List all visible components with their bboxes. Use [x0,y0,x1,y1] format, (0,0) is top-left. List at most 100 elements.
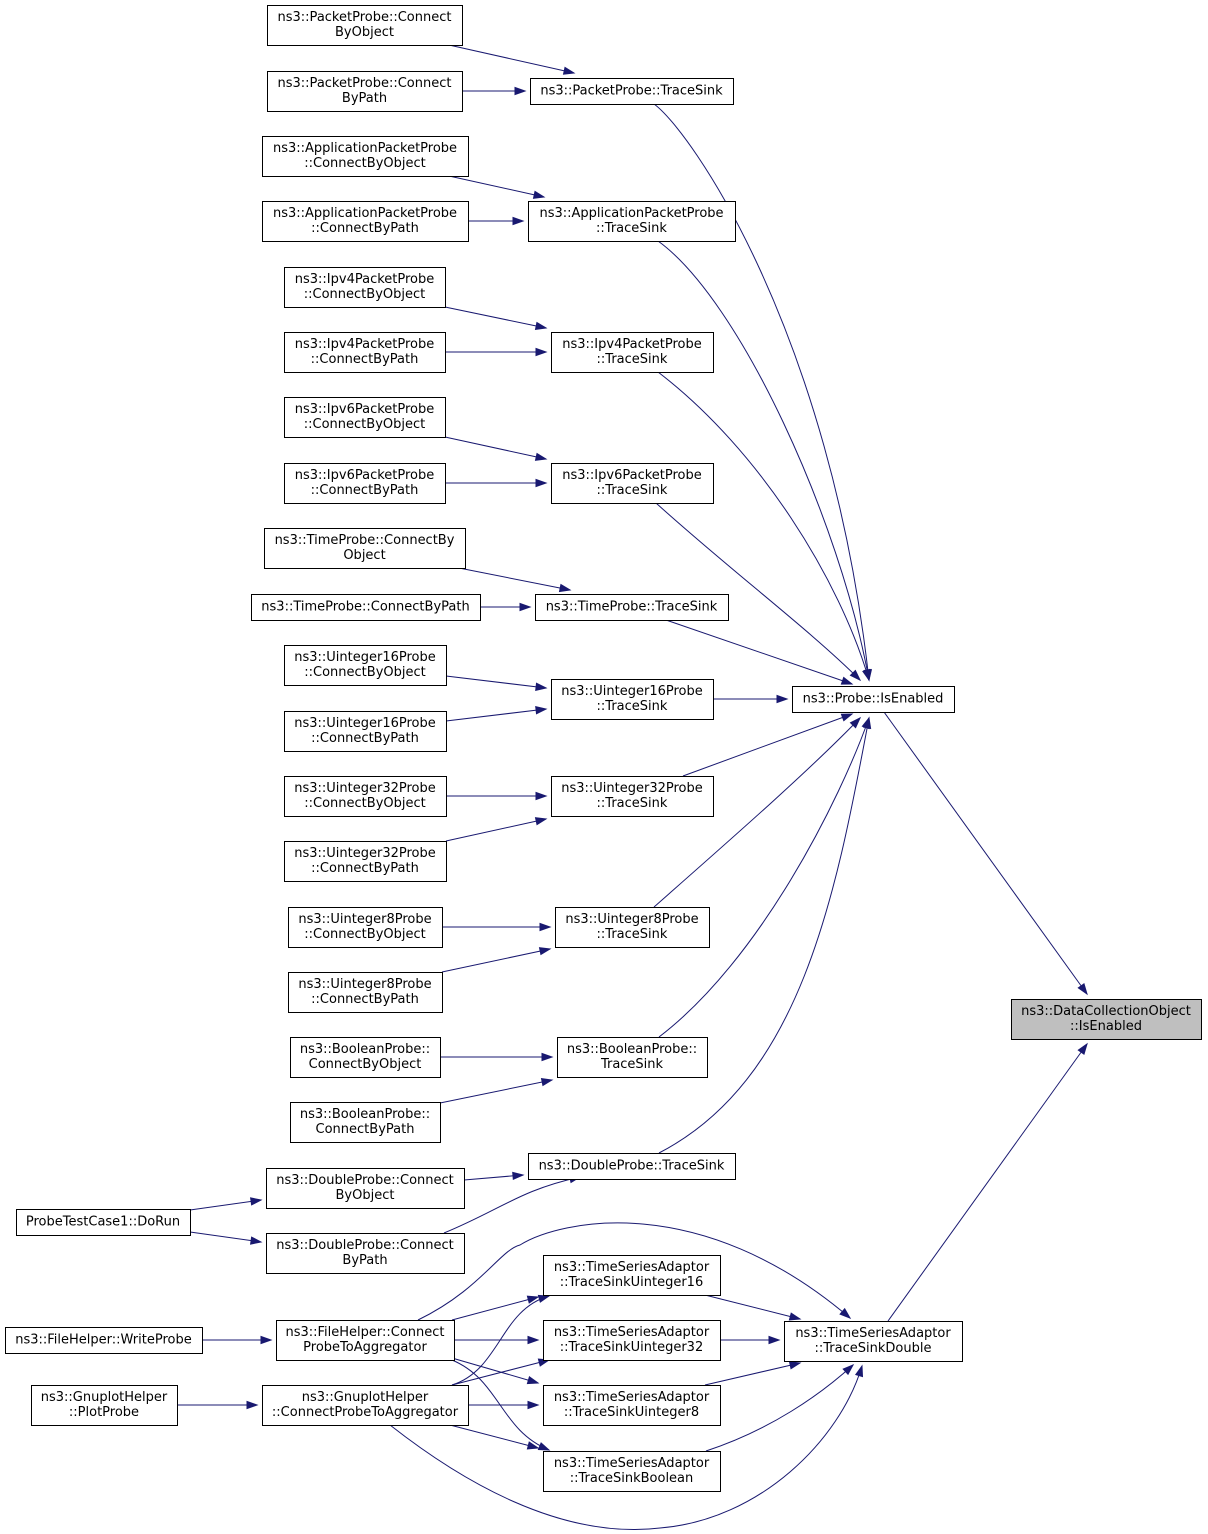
node-tsa-u32[interactable]: ns3::TimeSeriesAdaptor::TraceSinkUintege… [543,1320,721,1361]
edge-n_app_cbo-to-n_app_ts [448,175,546,199]
node-box [784,1321,963,1362]
node-label-line: ::ConnectByPath [311,861,419,876]
node-box [266,1168,465,1209]
arrow-head-icon [540,1078,554,1087]
edge-line [682,713,853,777]
node-box [535,594,729,621]
node-box [528,1153,736,1180]
edge-n_pp_ts-to-n_probe [653,103,873,682]
node-u32-cbo[interactable]: ns3::Uinteger32Probe::ConnectByObject [284,776,447,817]
node-label-line: Object [343,548,385,563]
node-ip6-cbp[interactable]: ns3::Ipv6PacketProbe::ConnectByPath [284,463,446,504]
node-ip4-cbo[interactable]: ns3::Ipv4PacketProbe::ConnectByObject [284,267,446,308]
edge-line [658,717,870,1038]
edge-line [417,1222,851,1321]
node-u8-ts[interactable]: ns3::Uinteger8Probe::TraceSink [555,907,710,948]
node-bool-cbo[interactable]: ns3::BooleanProbe::ConnectByObject [290,1037,441,1078]
node-ip4-cbp[interactable]: ns3::Ipv4PacketProbe::ConnectByPath [284,332,446,373]
node-ip6-cbo[interactable]: ns3::Ipv6PacketProbe::ConnectByObject [284,397,446,438]
node-label-line: ::ConnectByPath [311,992,419,1007]
node-u32-cbp[interactable]: ns3::Uinteger32Probe::ConnectByPath [284,841,447,882]
node-box [543,1385,721,1426]
node-tsa-double[interactable]: ns3::TimeSeriesAdaptor::TraceSinkDouble [784,1321,963,1362]
node-label-line: ::ConnectByObject [304,156,425,171]
node-bool-ts[interactable]: ns3::BooleanProbe::TraceSink [557,1037,708,1078]
node-app-ts[interactable]: ns3::ApplicationPacketProbe::TraceSink [528,201,736,242]
node-label-line: ::ConnectByPath [311,221,419,236]
arrow-head-icon [862,716,872,730]
node-pp-cbo[interactable]: ns3::PacketProbe::ConnectByObject [267,5,463,46]
edge-n_u16_ts-to-n_probe [713,694,789,704]
node-u16-cbo[interactable]: ns3::Uinteger16Probe::ConnectByObject [284,645,447,686]
node-u16-cbp[interactable]: ns3::Uinteger16Probe::ConnectByPath [284,711,447,752]
node-label-line: ConnectByObject [309,1057,422,1072]
node-box [284,267,446,308]
node-dbl-cbo[interactable]: ns3::DoubleProbe::ConnectByObject [266,1168,465,1209]
node-box [551,679,714,720]
node-label-line: ::TraceSink [597,352,668,367]
arrow-head-icon [840,676,854,685]
arrow-head-icon [260,1335,273,1345]
arrow-head-icon [839,1307,852,1319]
edge-line [448,44,575,74]
edge-n_u32_cbo-to-n_u32_ts [446,791,548,801]
arrow-head-icon [535,478,548,488]
edge-line [704,1294,801,1320]
node-ip4-ts[interactable]: ns3::Ipv4PacketProbe::TraceSink [551,332,714,373]
node-pp-cbp[interactable]: ns3::PacketProbe::ConnectByPath [267,71,463,112]
node-tsa-u16[interactable]: ns3::TimeSeriesAdaptor::TraceSinkUintege… [543,1255,721,1296]
arrow-head-icon [250,1197,263,1206]
nodes-layer: ns3::DataCollectionObject::IsEnabledns3:… [5,5,1202,1492]
edge-n_pp_cbo-to-n_pp_ts [448,44,576,75]
node-dc[interactable]: ns3::DataCollectionObject::IsEnabled [1011,999,1202,1040]
node-ptc[interactable]: ProbeTestCase1::DoRun [16,1209,191,1236]
node-label-line: ::TraceSink [597,483,668,498]
node-pp-ts[interactable]: ns3::PacketProbe::TraceSink [530,78,734,105]
node-gh-pp[interactable]: ns3::GnuplotHelper::PlotProbe [31,1385,178,1426]
arrow-head-icon [558,583,572,593]
node-tp-cbp[interactable]: ns3::TimeProbe::ConnectByPath [251,594,481,621]
node-label-line: ::TraceSink [596,221,667,236]
node-tp-ts[interactable]: ns3::TimeProbe::TraceSink [535,594,729,621]
node-dbl-ts[interactable]: ns3::DoubleProbe::TraceSink [528,1153,736,1180]
node-label-line: ns3::TimeSeriesAdaptor [554,1390,710,1405]
node-fh-wp[interactable]: ns3::FileHelper::WriteProbe [5,1327,203,1354]
edge-n_fh_cpa-to-n_tsa_double [417,1222,852,1321]
node-dbl-cbp[interactable]: ns3::DoubleProbe::ConnectByPath [266,1233,465,1274]
edge-n_pp_cbp-to-n_pp_ts [462,86,527,96]
node-box [284,332,446,373]
edge-n_ip4_cbo-to-n_ip4_ts [444,306,548,330]
edge-n_tp_ts-to-n_probe [665,619,854,685]
arrow-head-icon [1077,982,1088,996]
node-box [1011,999,1202,1040]
node-fh-cpa[interactable]: ns3::FileHelper::ConnectProbeToAggregato… [276,1320,455,1361]
edge-n_tsa_u32-to-n_tsa_double [720,1335,781,1345]
node-box [543,1451,721,1492]
node-label-line: ::ConnectByObject [304,796,425,811]
node-label-line: ns3::Uinteger32Probe [561,781,703,796]
node-bool-cbp[interactable]: ns3::BooleanProbe::ConnectByPath [290,1102,441,1143]
node-u8-cbp[interactable]: ns3::Uinteger8Probe::ConnectByPath [288,972,443,1013]
node-label-line: ns3::Uinteger16Probe [294,716,436,731]
node-label-line: ns3::GnuplotHelper [302,1390,429,1405]
arrow-head-icon [526,1375,540,1385]
node-tsa-u8[interactable]: ns3::TimeSeriesAdaptor::TraceSinkUintege… [543,1385,721,1426]
node-box [267,71,463,112]
arrow-head-icon [776,694,789,704]
edge-n_u8_ts-to-n_probe [653,716,862,908]
arrow-head-icon [250,1236,263,1245]
node-tsa-bool[interactable]: ns3::TimeSeriesAdaptor::TraceSinkBoolean [543,1451,721,1492]
node-ip6-ts[interactable]: ns3::Ipv6PacketProbe::TraceSink [551,463,714,504]
node-app-cbp[interactable]: ns3::ApplicationPacketProbe::ConnectByPa… [262,201,469,242]
node-u16-ts[interactable]: ns3::Uinteger16Probe::TraceSink [551,679,714,720]
node-u8-cbo[interactable]: ns3::Uinteger8Probe::ConnectByObject [288,907,443,948]
node-box [284,463,446,504]
node-probe[interactable]: ns3::Probe::IsEnabled [792,686,955,713]
arrow-head-icon [788,1361,802,1370]
edge-n_gh_cpa-to-n_tsa_double [389,1364,864,1530]
node-gh-cpa[interactable]: ns3::GnuplotHelper::ConnectProbeToAggreg… [262,1385,469,1426]
node-tp-cbo[interactable]: ns3::TimeProbe::ConnectByObject [264,528,466,569]
node-u32-ts[interactable]: ns3::Uinteger32Probe::TraceSink [551,776,714,817]
node-app-cbo[interactable]: ns3::ApplicationPacketProbe::ConnectByOb… [262,136,469,177]
